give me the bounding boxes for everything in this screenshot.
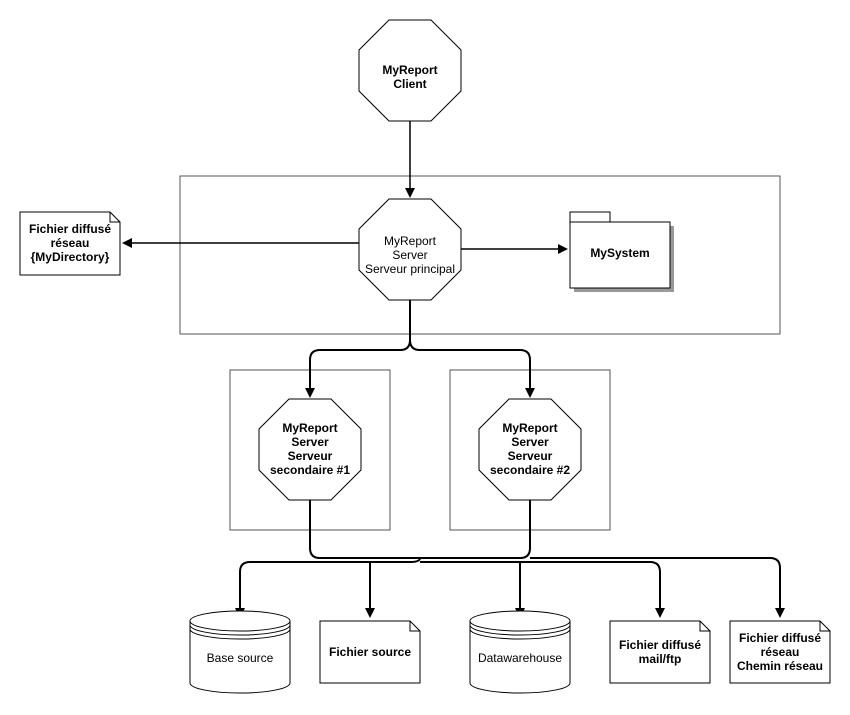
secondary-1-label-4: secondaire #1 — [270, 463, 350, 477]
edge-to-base-source — [235, 557, 421, 618]
file-chemin-label-1: Fichier diffusé — [739, 631, 821, 645]
edge-secondaries-bus — [309, 500, 531, 559]
file-chemin-label-3: Chemin réseau — [737, 659, 823, 673]
main-server-container — [179, 175, 781, 335]
secondary-2-label-2: Server — [511, 435, 549, 449]
main-server-label-1: MyReport — [384, 234, 437, 248]
client-label-2: Client — [393, 77, 426, 91]
secondary-1-label-2: Server — [291, 435, 329, 449]
client-node[interactable]: MyReport Client — [358, 19, 462, 122]
file-chemin-reseau[interactable]: Fichier diffusé réseau Chemin réseau — [729, 620, 831, 684]
secondary-server-2-node[interactable]: MyReport Server Serveur secondaire #2 — [478, 398, 582, 501]
main-server-label-2: Server — [392, 248, 427, 262]
edge-main-to-secondary-1 — [305, 300, 411, 398]
secondary-1-label-1: MyReport — [282, 421, 337, 435]
file-mydirectory-label-2: réseau — [51, 236, 90, 250]
database-datawarehouse[interactable]: Datawarehouse — [469, 610, 571, 694]
file-mydirectory-label-1: Fichier diffusé — [29, 222, 111, 236]
main-server-node[interactable]: MyReport Server Serveur principal — [358, 198, 462, 301]
client-label-1: MyReport — [382, 63, 437, 77]
file-mail-ftp[interactable]: Fichier diffusé mail/ftp — [609, 620, 711, 684]
file-mydirectory-label-3: {MyDirectory} — [31, 250, 110, 264]
secondary-2-label-3: Serveur — [508, 449, 553, 463]
edge-main-to-secondary-2 — [409, 339, 535, 398]
secondary-1-label-3: Serveur — [288, 449, 333, 463]
file-mailftp-label-1: Fichier diffusé — [619, 638, 701, 652]
secondary-2-label-1: MyReport — [502, 421, 557, 435]
mysystem-package[interactable]: MySystem — [569, 211, 674, 292]
file-mailftp-label-2: mail/ftp — [639, 652, 682, 666]
secondary-server-1-node[interactable]: MyReport Server Serveur secondaire #1 — [258, 398, 362, 501]
file-fichier-source[interactable]: Fichier source — [319, 620, 421, 684]
file-mydirectory[interactable]: Fichier diffusé réseau {MyDirectory} — [19, 211, 121, 276]
secondary-2-label-4: secondaire #2 — [490, 463, 570, 477]
main-server-label-3: Serveur principal — [365, 262, 455, 276]
base-source-label: Base source — [207, 651, 274, 665]
mysystem-label: MySystem — [590, 246, 649, 260]
edge-to-file-chemin — [530, 557, 785, 618]
file-chemin-label-2: réseau — [761, 645, 800, 659]
datawarehouse-label: Datawarehouse — [478, 651, 562, 665]
fichier-source-label: Fichier source — [329, 645, 411, 659]
database-base-source[interactable]: Base source — [189, 610, 291, 694]
edge-to-file-mailftp — [420, 561, 665, 618]
